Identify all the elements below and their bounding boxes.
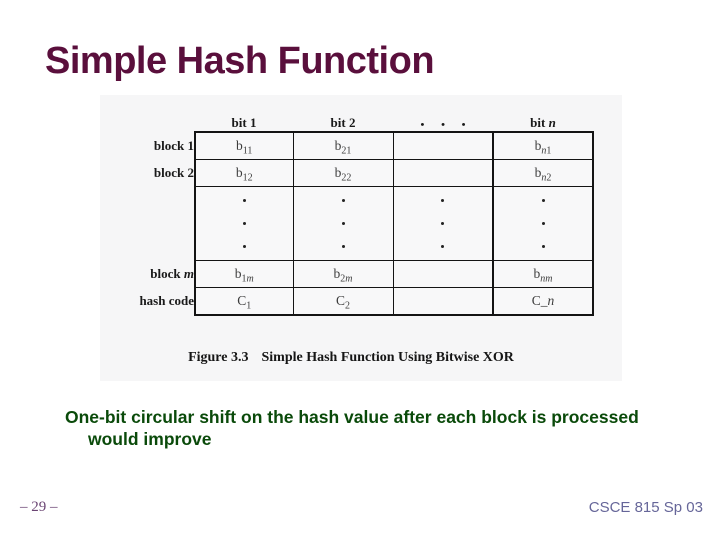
table-header-row: bit 1 bit 2 • • • bit n <box>100 95 593 132</box>
table-cell: C2 <box>292 286 394 316</box>
table-cell: bn2 <box>492 158 594 187</box>
dots-cell <box>194 185 294 261</box>
ellipsis-dot <box>541 244 545 248</box>
table-cell: b12 <box>194 158 294 187</box>
col-header-ellipsis: • • • <box>420 119 473 131</box>
figure-caption: Figure 3.3 Simple Hash Function Using Bit… <box>100 350 602 366</box>
ellipsis-dot <box>441 221 445 225</box>
dots-cell <box>492 185 594 261</box>
table-cell: b22 <box>292 158 394 187</box>
dots-cell <box>292 185 394 261</box>
ellipsis-dot <box>341 198 345 202</box>
table-cell <box>392 286 494 316</box>
ellipsis-dot <box>341 244 345 248</box>
col-header: bit 1 <box>231 115 257 130</box>
slide-title: Simple Hash Function <box>45 40 435 82</box>
col-header: bit 2 <box>330 115 356 130</box>
table-cell: bnm <box>492 259 594 288</box>
ellipsis-dot <box>541 221 545 225</box>
col-header: bit n <box>530 115 556 130</box>
table-row <box>100 185 594 261</box>
row-label <box>100 186 195 260</box>
ellipsis-dot <box>341 221 345 225</box>
table-cell: C1 <box>194 286 294 316</box>
table-cell <box>392 158 494 187</box>
caption-number: Figure 3.3 <box>188 350 249 365</box>
table-cell: C_n <box>492 286 594 316</box>
table-cell: b21 <box>292 131 394 160</box>
ellipsis-dot <box>441 198 445 202</box>
page-number: – 29 – <box>20 499 58 515</box>
ellipsis-dot <box>242 221 246 225</box>
dots-cell <box>392 185 494 261</box>
row-label: hash code <box>139 293 194 308</box>
row-label: block m <box>150 265 194 281</box>
table-cell: b1m <box>194 259 294 288</box>
row-label: block 1 <box>153 137 194 153</box>
ellipsis-dot <box>242 244 246 248</box>
body-text: One-bit circular shift on the hash value… <box>65 407 639 449</box>
ellipsis-dot <box>541 198 545 202</box>
ellipsis-dot <box>441 244 445 248</box>
table-cell: b2m <box>292 259 394 288</box>
table-cell <box>392 259 494 288</box>
caption-text: Simple Hash Function Using Bitwise XOR <box>261 350 514 365</box>
ellipsis-dot <box>242 198 246 202</box>
table-cell: b11 <box>194 131 294 160</box>
row-label: block 2 <box>153 164 194 180</box>
table-cell: bn1 <box>492 131 594 160</box>
course-label: CSCE 815 Sp 03 <box>588 499 703 516</box>
table-cell <box>392 131 494 160</box>
